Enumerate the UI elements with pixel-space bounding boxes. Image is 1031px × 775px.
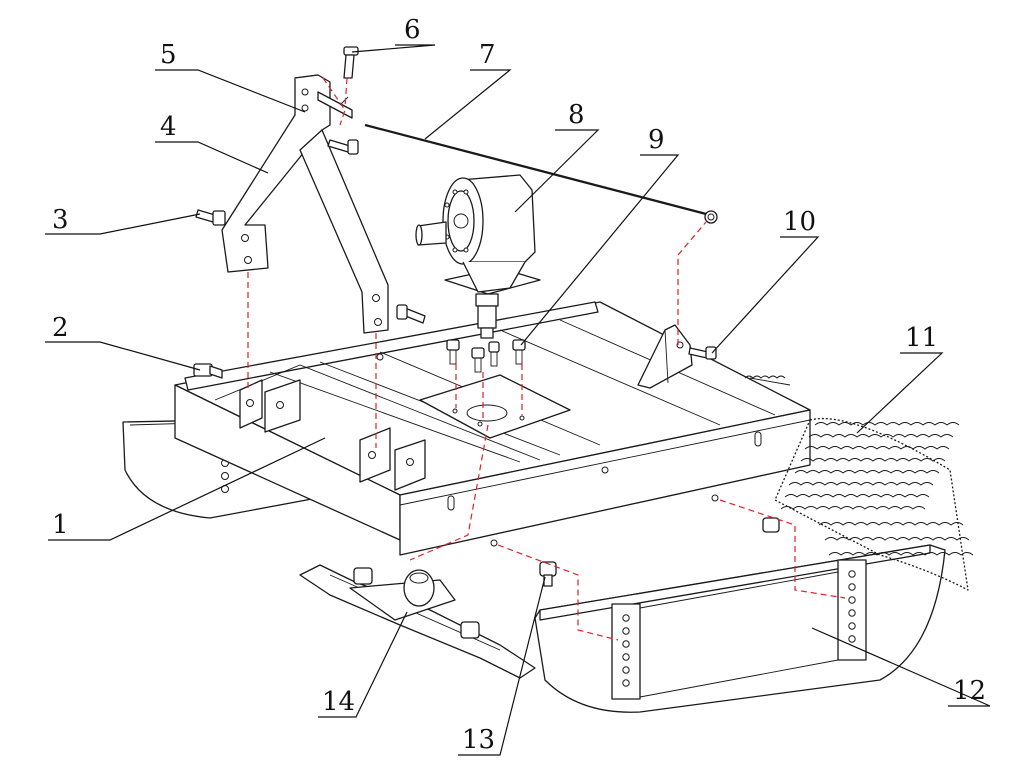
callout-8: 8 [568, 100, 585, 130]
callout-1: 1 [52, 510, 69, 540]
a-frame-hitch [221, 74, 389, 334]
bolt-skid-right [762, 517, 780, 533]
callout-3: 3 [52, 205, 69, 235]
blade-assembly [299, 564, 536, 679]
chain-guard [744, 375, 974, 591]
callout-5: 5 [160, 40, 177, 70]
right-skid-shoe [534, 544, 946, 713]
callout-7: 7 [479, 40, 496, 70]
bolt-top-clevis [327, 139, 359, 155]
bolt-upper-link [396, 304, 426, 324]
callout-11: 11 [905, 323, 938, 353]
gearbox [415, 174, 541, 373]
top-link-pin [364, 123, 718, 224]
callout-leaders [45, 44, 991, 756]
bolt-10 [688, 346, 717, 360]
bolt-6 [343, 46, 359, 79]
assembly-guides [247, 77, 846, 641]
bolt-3 [195, 209, 226, 226]
callout-9: 9 [648, 125, 665, 155]
bolt-2 [193, 363, 223, 379]
callout-2: 2 [52, 313, 69, 343]
callout-6: 6 [404, 15, 421, 45]
callout-14: 14 [322, 687, 355, 717]
callout-10: 10 [783, 207, 816, 237]
callout-13: 13 [462, 725, 495, 755]
callout-labels: 1 2 3 4 5 6 7 8 9 10 11 12 13 14 [52, 15, 986, 755]
callout-12: 12 [953, 676, 986, 706]
deck-frame [174, 301, 811, 556]
callout-4: 4 [160, 112, 177, 142]
bolt-13 [539, 561, 557, 587]
